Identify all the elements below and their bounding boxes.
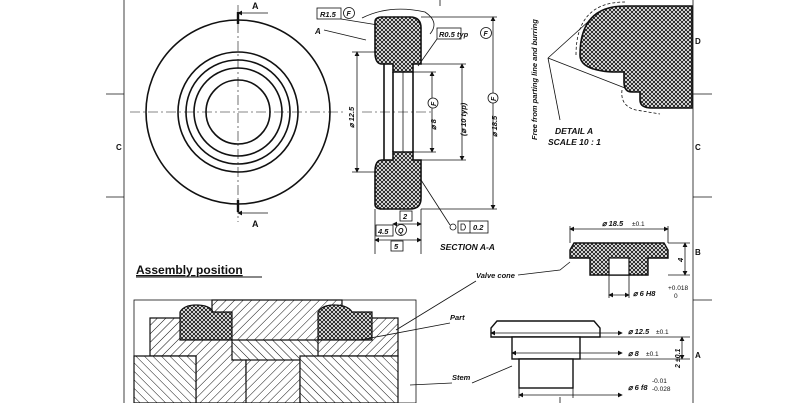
dim-2-stem: 2 ±0.1	[675, 348, 682, 369]
front-view: A A	[130, 1, 346, 229]
dim-4-cone: 4	[676, 257, 685, 263]
zone-label-right-b: B	[695, 248, 701, 257]
assembly-title: Assembly position	[136, 263, 243, 277]
zone-label-left: C	[116, 143, 122, 152]
dim-d185-cone: ⌀ 18.5	[602, 219, 624, 228]
detail-scale: SCALE 10 : 1	[548, 137, 601, 147]
f-mark-1: F	[347, 11, 352, 18]
dim-d6f8-stem: ⌀ 6 f8	[628, 383, 648, 392]
flatness-value: 0.2	[473, 223, 484, 232]
dim-d125-stem: ⌀ 12.5	[628, 327, 650, 336]
leader-part-label: Part	[450, 313, 465, 322]
leader-stem-label: Stem	[452, 373, 471, 382]
detail-profile	[579, 5, 693, 109]
section-view: R1.5 F A R0.5 typ F ⌀ 12.5 ⌀ 8 F (⌀ 10 t…	[314, 7, 499, 254]
part-section-right	[317, 304, 373, 341]
radius-r15-label: R1.5	[320, 10, 337, 19]
tol-low-stem: -0.028	[652, 386, 671, 393]
tol-d185-cone: ±0.1	[632, 221, 645, 228]
tol-low-cone: 0	[674, 293, 678, 300]
section-mark-top: A	[252, 1, 259, 11]
zone-label-right-a: A	[695, 351, 701, 360]
f-mark-4: F	[491, 96, 498, 101]
section-profile-upper	[374, 16, 422, 73]
leader-valve-cone-label: Valve cone	[476, 271, 515, 280]
tol-d125-stem: ±0.1	[656, 329, 669, 336]
q-mark: Q	[398, 228, 404, 235]
dim-d125-section: ⌀ 12.5	[347, 106, 356, 128]
part-section-left	[179, 304, 233, 341]
tol-up-stem: -0.01	[652, 378, 667, 385]
detail-view: Free from parting line and burring DETAI…	[530, 1, 693, 147]
radius-r05-label: R0.5 typ	[439, 30, 469, 39]
assembly-view: Assembly position Valve cone Part Stem	[133, 261, 571, 403]
tol-d8-stem: ±0.1	[646, 351, 659, 358]
housing-left	[133, 355, 197, 403]
stem-view: ⌀ 12.5 ±0.1 ⌀ 8 ±0.1 ⌀ 6 f8 -0.01 -0.028…	[490, 320, 690, 398]
dim-d8-stem: ⌀ 8	[628, 349, 640, 358]
detail-note: Free from parting line and burring	[530, 19, 539, 140]
dim-5-section: 5	[394, 242, 399, 251]
detail-title: DETAIL A	[555, 126, 593, 136]
tol-up-cone: +0.018	[668, 285, 688, 292]
zone-label-right-c: C	[695, 143, 701, 152]
section-profile-lower	[374, 151, 422, 210]
dim-d10typ-section: (⌀ 10 typ)	[459, 102, 468, 136]
dim-d6h8-cone: ⌀ 6 H8	[633, 289, 656, 298]
f-mark-2: F	[484, 31, 489, 38]
drawing-frame: C D C B A	[106, 0, 712, 403]
stem-outline	[490, 320, 601, 338]
zone-label-right-d: D	[695, 37, 701, 46]
section-mark-bottom: A	[252, 219, 259, 229]
callout-a-label: A	[314, 27, 321, 36]
dim-2-section: 2	[402, 212, 408, 221]
valve-cone-view: ⌀ 18.5 ±0.1 ⌀ 6 H8 +0.018 0 4	[569, 219, 690, 300]
dim-45-section: 4.5	[377, 227, 389, 236]
dim-d8-section: ⌀ 8	[429, 118, 438, 130]
dim-d185-section: ⌀ 18.5	[490, 115, 499, 137]
housing-right	[299, 355, 399, 403]
section-title: SECTION A-A	[440, 242, 495, 252]
f-mark-3: F	[431, 101, 438, 106]
